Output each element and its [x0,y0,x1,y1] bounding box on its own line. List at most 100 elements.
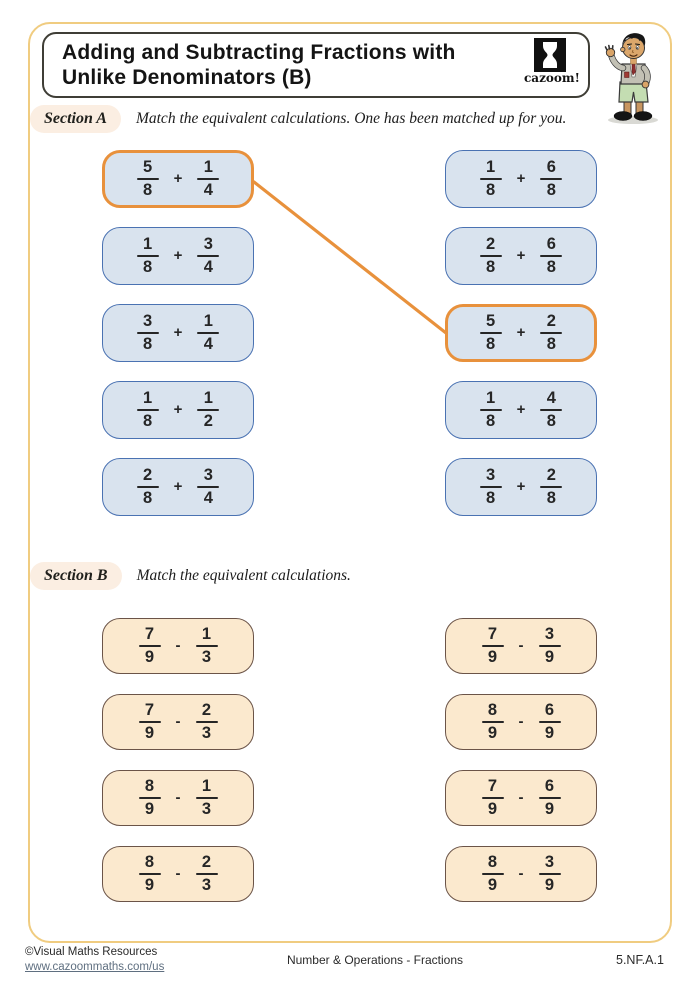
denominator: 8 [486,412,496,431]
numerator: 3 [203,466,213,485]
numerator: 7 [487,625,498,644]
fraction-left: 1 8 [479,158,502,199]
denominator: 8 [143,412,153,431]
operator: - [518,636,524,654]
fraction-right: 3 4 [197,235,220,276]
operator: + [516,477,526,495]
denominator: 9 [144,800,155,819]
fraction-right: 3 4 [197,466,220,508]
section-b-label: Section B [30,562,122,590]
fraction-right: 1 2 [197,390,220,430]
footer-url-link[interactable]: www.cazoommaths.com/us [25,961,165,973]
denominator: 8 [143,489,153,508]
fraction-bar [136,331,159,335]
fraction-bar [195,872,218,876]
fraction-card[interactable]: 5 8 + 1 4 [102,150,254,208]
numerator: 4 [546,389,556,408]
operator: + [173,323,183,341]
denominator: 9 [487,800,498,819]
section-a-instruction: Match the equivalent calculations. One h… [135,110,567,127]
fraction-card[interactable]: 1 8 + 4 8 [445,381,597,439]
operator: + [516,169,526,187]
fraction-left: 5 8 [136,159,159,200]
footer-standard-code: 5.NF.A.1 [616,953,664,967]
fraction-card[interactable]: 8 9 - 3 9 [445,846,597,902]
fraction-bar [479,254,502,258]
numerator: 6 [544,701,555,720]
operator: + [516,400,526,418]
hourglass-icon [534,38,566,72]
fraction-bar [479,485,502,489]
denominator: 4 [203,489,213,508]
denominator: 3 [201,800,212,819]
fraction-bar [138,644,161,648]
fraction-bar [538,796,561,800]
fraction-right: 1 4 [197,313,220,353]
fraction-left: 1 8 [136,389,159,431]
fraction-bar [136,177,159,181]
denominator: 3 [201,876,212,895]
fraction-bar [481,644,504,648]
fraction-card[interactable]: 7 9 - 1 3 [102,618,254,674]
fraction-bar [481,720,504,724]
fraction-card[interactable]: 3 8 + 1 4 [102,304,254,362]
numerator: 8 [144,777,155,796]
fraction-right: 2 3 [195,854,218,895]
section-b-header: Section B Match the equivalent calculati… [30,562,351,590]
fraction-card[interactable]: 2 8 + 6 8 [445,227,597,285]
fraction-right: 2 3 [195,702,218,742]
numerator: 1 [486,158,496,177]
section-b-left-column: 7 9 - 1 3 7 9 - 2 3 8 9 - 1 [102,618,254,902]
fraction-card[interactable]: 1 8 + 3 4 [102,227,254,285]
page-border-frame [28,22,672,943]
page-title-line2: Unlike Denominators (B) [62,66,312,89]
numerator: 3 [544,853,555,872]
section-a-right-column: 1 8 + 6 8 2 8 + 6 8 5 8 + 2 [445,150,597,516]
denominator: 8 [546,335,556,354]
page-title-line1: Adding and Subtracting Fractions with [62,41,456,64]
fraction-card[interactable]: 7 9 - 3 9 [445,618,597,674]
numerator: 3 [203,235,213,254]
numerator: 8 [487,701,498,720]
fraction-bar [538,872,561,876]
fraction-card[interactable]: 8 9 - 1 3 [102,770,254,826]
fraction-card[interactable]: 1 8 + 6 8 [445,150,597,208]
fraction-card[interactable]: 1 8 + 1 2 [102,381,254,439]
section-a-header: Section A Match the equivalent calculati… [30,105,566,133]
denominator: 8 [486,489,496,508]
numerator: 1 [143,389,153,408]
numerator: 1 [201,777,212,796]
fraction-bar [479,331,502,335]
operator: + [173,246,183,264]
fraction-right: 2 8 [540,467,563,507]
section-a-left-column: 5 8 + 1 4 1 8 + 3 4 3 8 + 1 [102,150,254,516]
fraction-bar [479,408,502,412]
fraction-card[interactable]: 8 9 - 2 3 [102,846,254,902]
fraction-right: 6 9 [538,778,561,818]
fraction-card[interactable]: 3 8 + 2 8 [445,458,597,516]
fraction-card[interactable]: 7 9 - 2 3 [102,694,254,750]
footer-category: Number & Operations - Fractions [286,953,464,967]
denominator: 8 [546,412,556,431]
denominator: 8 [143,181,153,200]
fraction-left: 7 9 [138,702,161,742]
fraction-card[interactable]: 2 8 + 3 4 [102,458,254,516]
fraction-card[interactable]: 5 8 + 2 8 [445,304,597,362]
denominator: 9 [487,648,498,667]
fraction-right: 1 3 [195,626,218,666]
numerator: 8 [144,853,155,872]
operator: - [518,712,524,730]
fraction-bar [197,254,220,258]
denominator: 8 [143,258,153,277]
numerator: 8 [487,853,498,872]
fraction-bar [197,331,220,335]
numerator: 7 [144,625,155,644]
fraction-bar [481,796,504,800]
fraction-bar [197,408,220,412]
fraction-card[interactable]: 7 9 - 6 9 [445,770,597,826]
fraction-card[interactable]: 8 9 - 6 9 [445,694,597,750]
fraction-left: 7 9 [481,625,504,667]
numerator: 5 [486,312,496,331]
numerator: 3 [143,312,153,331]
operator: - [175,712,181,730]
